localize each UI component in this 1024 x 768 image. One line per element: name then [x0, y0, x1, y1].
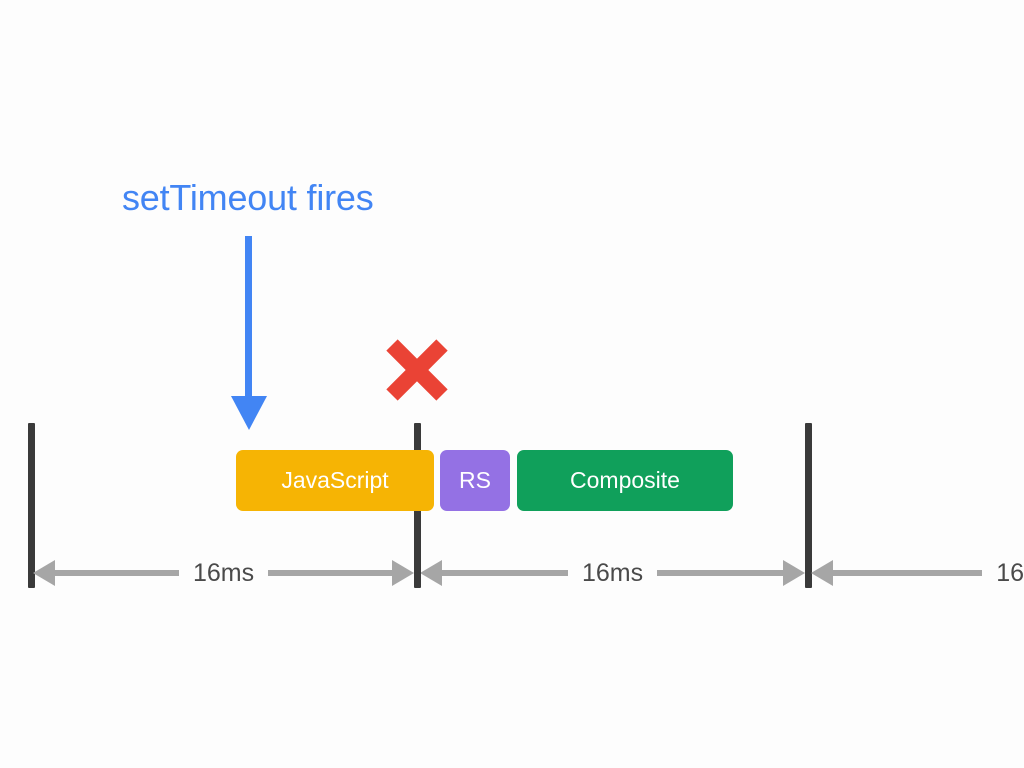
- measure-label-3: 16: [996, 558, 1024, 587]
- down-arrow-icon: [228, 236, 270, 430]
- settimeout-annotation-label: setTimeout fires: [122, 177, 374, 218]
- arrow-left-icon: [420, 560, 442, 586]
- measure-line: [55, 570, 179, 576]
- timeline-bar-composite[interactable]: Composite: [517, 450, 733, 511]
- measure-label-1: 16ms: [192, 558, 255, 587]
- timeline-bar-recalc-style[interactable]: RS: [440, 450, 510, 511]
- measure-line: [442, 570, 568, 576]
- measure-line: [268, 570, 393, 576]
- red-x-icon: [384, 337, 450, 403]
- frame-duration-measure-1: 16ms: [33, 556, 415, 590]
- frame-boundary-tick-0: [28, 423, 35, 588]
- frame-boundary-tick-2: [805, 423, 812, 588]
- arrow-left-icon: [811, 560, 833, 586]
- arrow-right-icon: [392, 560, 415, 586]
- measure-line: [657, 570, 784, 576]
- measure-line: [833, 570, 983, 576]
- frame-duration-measure-3: 16: [811, 556, 1024, 590]
- arrow-left-icon: [33, 560, 55, 586]
- measure-label-2: 16ms: [581, 558, 644, 587]
- timeline-bar-javascript[interactable]: JavaScript: [236, 450, 434, 511]
- arrow-right-icon: [783, 560, 806, 586]
- frame-duration-measure-2: 16ms: [420, 556, 806, 590]
